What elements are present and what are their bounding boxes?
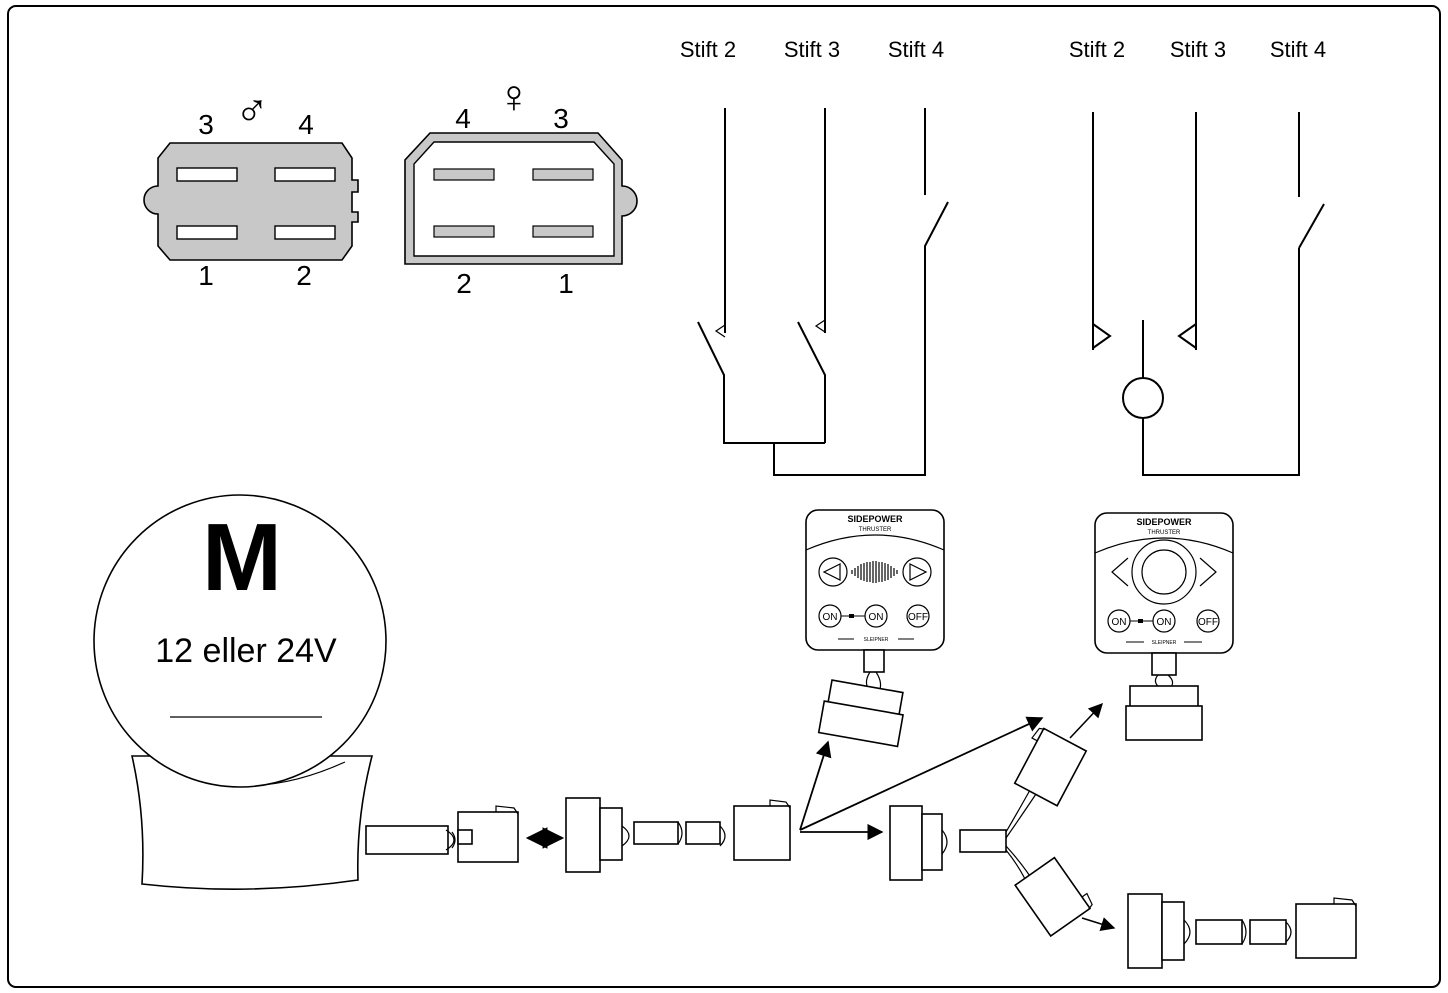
female-pin-top-right: 3 (553, 103, 569, 134)
switch-a-pin-label: Stift 3 (784, 37, 840, 62)
male-pin-slot (274, 167, 336, 182)
panel-a-sub: THRUSTER (859, 527, 892, 533)
motor-body (93, 494, 387, 788)
panel-a-slider (851, 561, 898, 583)
switch-b-wire (1142, 248, 1300, 476)
extension-cable (565, 797, 791, 873)
control-panel-b: SIDEPOWER THRUSTER ON ON OFF SLEIPNER (1094, 512, 1234, 741)
female-pin-top-left: 4 (455, 103, 471, 134)
arrow-up-to-panel-b (1069, 702, 1103, 739)
panel-b-right-arrow (1199, 557, 1217, 587)
male-pin-top-right: 4 (298, 109, 314, 140)
male-pin-bottom-right: 2 (296, 260, 312, 291)
female-symbol: ♀ (497, 70, 532, 122)
male-pin-top-left: 3 (198, 109, 214, 140)
switch-a-wire (773, 201, 949, 476)
cable-connector (457, 805, 519, 863)
switch-diagram-a: Stift 2 Stift 3 Stift 4 (680, 37, 949, 476)
motor-cable-wire (451, 831, 456, 849)
panel-b-on2: ON (1157, 617, 1172, 628)
switch-b-lamp (1122, 377, 1164, 419)
female-pin-bottom-left: 2 (456, 268, 472, 299)
panel-b-brand: SIDEPOWER (1136, 517, 1192, 527)
switch-b-contact-mark (1092, 323, 1112, 349)
switch-a-contact-mark (814, 319, 826, 333)
arrow-to-panel-b (799, 716, 1044, 831)
female-connector: ♀ 4 3 2 1 (404, 70, 638, 299)
switch-a-contact-mark (714, 324, 726, 338)
y-splitter (889, 727, 1093, 938)
female-pin-slot (532, 225, 594, 238)
switch-b-pin-label: Stift 3 (1170, 37, 1226, 62)
panel-a-left-button (818, 557, 848, 587)
motor-base (130, 755, 374, 890)
switch-diagram-b: Stift 2 Stift 3 Stift 4 (1069, 37, 1326, 476)
control-panel-a: SIDEPOWER THRUSTER ON ON OFF SLEIPNER (805, 509, 945, 748)
panel-b-sub: THRUSTER (1148, 530, 1181, 536)
panel-b-off: OFF (1198, 617, 1218, 628)
motor-cable-wire (445, 829, 455, 851)
switch-b-pin-label: Stift 2 (1069, 37, 1125, 62)
switch-b-pin-label: Stift 4 (1270, 37, 1326, 62)
motor: M 12 eller 24V (93, 494, 456, 890)
switch-a-wire (797, 321, 826, 443)
male-connector: ♂ 3 4 1 2 (143, 84, 359, 291)
panel-b-left-arrow (1111, 557, 1129, 587)
motor-cable (365, 825, 449, 855)
panel-a-maker: SLEIPNER (864, 637, 889, 643)
female-pin-slot (532, 168, 594, 181)
male-connector-body (143, 142, 359, 261)
extension-cable-2 (1127, 893, 1357, 969)
motor-voltage: 12 eller 24V (155, 632, 337, 670)
male-pin-slot (176, 167, 238, 182)
female-pin-slot (433, 168, 495, 181)
arrow-down-to-extension (1081, 917, 1116, 932)
female-pin-bottom-right: 1 (558, 268, 574, 299)
motor-letter: M (202, 504, 282, 611)
male-pin-slot (176, 225, 238, 240)
male-pin-slot (274, 225, 336, 240)
panel-a-on2: ON (869, 612, 884, 623)
female-pin-slot (433, 225, 495, 238)
switch-a-pin-label: Stift 4 (888, 37, 944, 62)
frame-border (7, 5, 1441, 988)
panel-b-joystick-outer (1131, 539, 1197, 605)
male-symbol: ♂ (235, 84, 270, 136)
switch-a-pin-label: Stift 2 (680, 37, 736, 62)
switch-b-contact-mark (1177, 323, 1197, 349)
panel-b-joystick-inner (1141, 549, 1187, 595)
panel-b-maker: SLEIPNER (1152, 640, 1177, 646)
panel-a-on1: ON (823, 612, 838, 623)
arrow-to-panel-a (799, 740, 832, 831)
male-pin-bottom-left: 1 (198, 260, 214, 291)
panel-b-on1: ON (1112, 617, 1127, 628)
panel-a-right-button (902, 557, 932, 587)
panel-a-brand: SIDEPOWER (847, 514, 903, 524)
panel-a-off: OFF (908, 612, 928, 623)
female-connector-inner (413, 141, 615, 257)
switch-a-wire (697, 321, 825, 444)
switch-b-wire (1298, 203, 1325, 249)
